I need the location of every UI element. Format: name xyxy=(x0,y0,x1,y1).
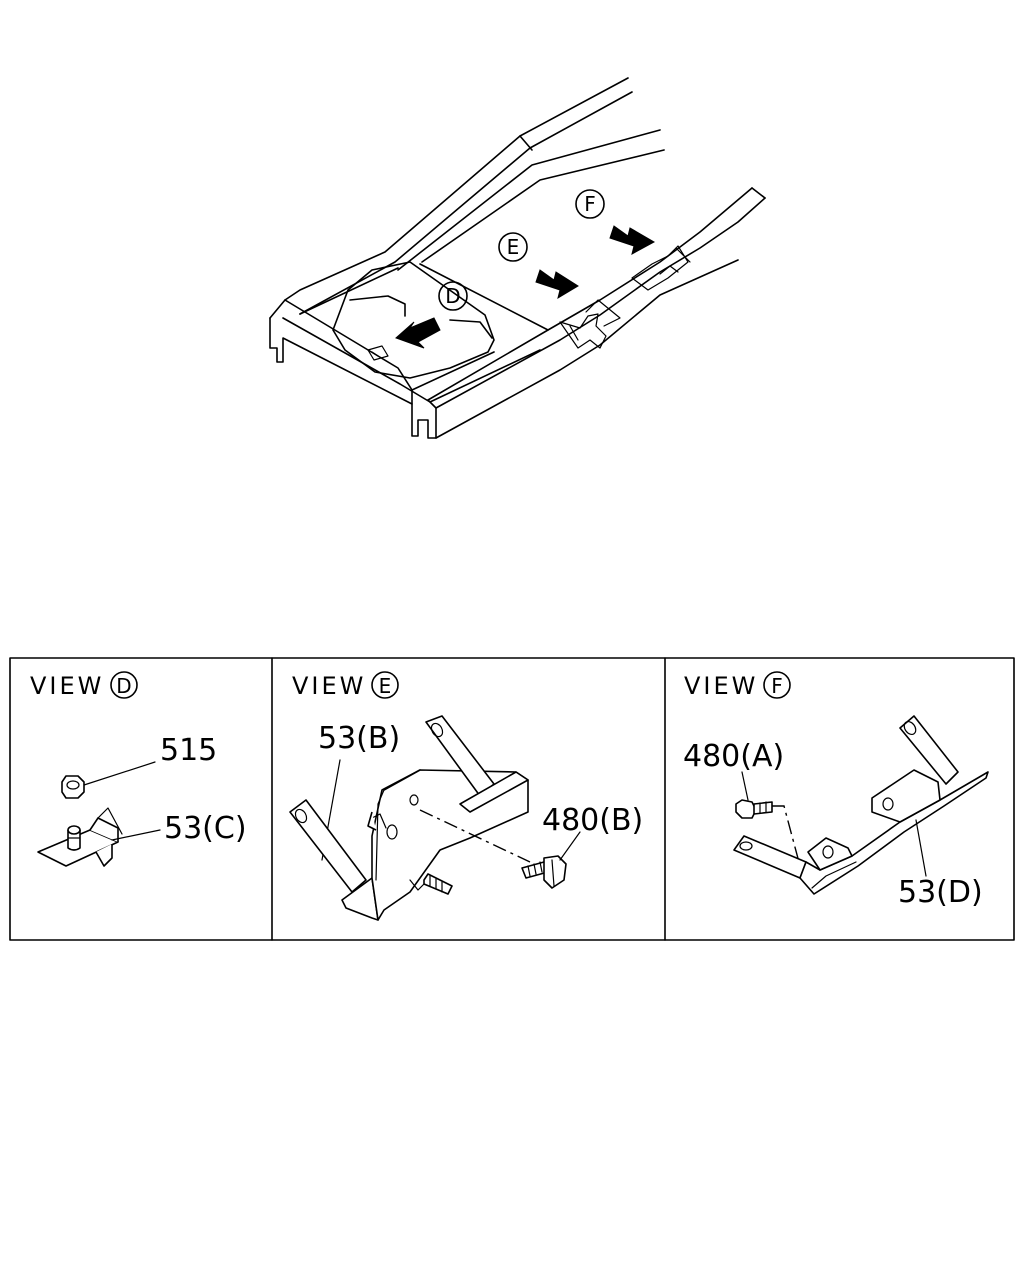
leader-515 xyxy=(83,761,156,786)
arrow-to-view-d xyxy=(395,317,441,349)
part-label-480a: 480(A) xyxy=(683,739,784,774)
cross-member xyxy=(299,261,549,391)
bolt-480a xyxy=(735,799,773,819)
callout-f: F xyxy=(575,189,605,219)
bracket-53d xyxy=(733,715,989,895)
bolt-axis-480b xyxy=(419,809,531,863)
callout-e: E xyxy=(498,232,528,262)
bracket-53b xyxy=(289,715,529,921)
frame-bracket-f xyxy=(631,245,691,291)
callout-f-letter: F xyxy=(584,192,596,216)
arrow-to-view-e xyxy=(535,269,579,300)
detail-views-table: VIEW D 515 53(C) xyxy=(9,657,1015,941)
leader-53c xyxy=(111,829,161,841)
callout-d: D xyxy=(438,281,468,311)
view-e-letter: E xyxy=(379,674,392,698)
right-frame-rail xyxy=(427,187,766,439)
part-label-53d: 53(D) xyxy=(898,875,983,910)
arrow-to-view-f xyxy=(609,225,656,255)
view-f-title: VIEW xyxy=(684,672,758,700)
frame-overview: D E F xyxy=(269,77,766,439)
frame-bracket-e xyxy=(559,299,621,349)
callout-e-letter: E xyxy=(507,235,520,259)
view-e-panel: VIEW E 53(B) xyxy=(289,671,643,921)
leader-480b xyxy=(559,831,581,861)
nut-515 xyxy=(61,775,85,799)
bolt-480b xyxy=(521,855,567,889)
part-label-53b: 53(B) xyxy=(318,721,400,756)
view-d-letter: D xyxy=(116,674,131,698)
frame-bracket-d xyxy=(367,345,389,361)
part-label-53c: 53(C) xyxy=(164,811,247,846)
bolt-axis-480a xyxy=(772,805,801,867)
part-label-480b: 480(B) xyxy=(542,803,643,838)
view-f-panel: VIEW F 480(A) xyxy=(683,671,989,910)
view-e-title: VIEW xyxy=(292,672,366,700)
part-label-515: 515 xyxy=(160,733,217,768)
callout-d-letter: D xyxy=(445,284,460,308)
view-d-title: VIEW xyxy=(30,672,104,700)
view-d-panel: VIEW D 515 53(C) xyxy=(30,671,247,867)
leader-480a xyxy=(741,771,749,801)
bracket-53c xyxy=(37,807,123,867)
left-frame-rail xyxy=(269,77,665,439)
leader-53d xyxy=(915,819,927,877)
view-f-letter: F xyxy=(771,674,783,698)
